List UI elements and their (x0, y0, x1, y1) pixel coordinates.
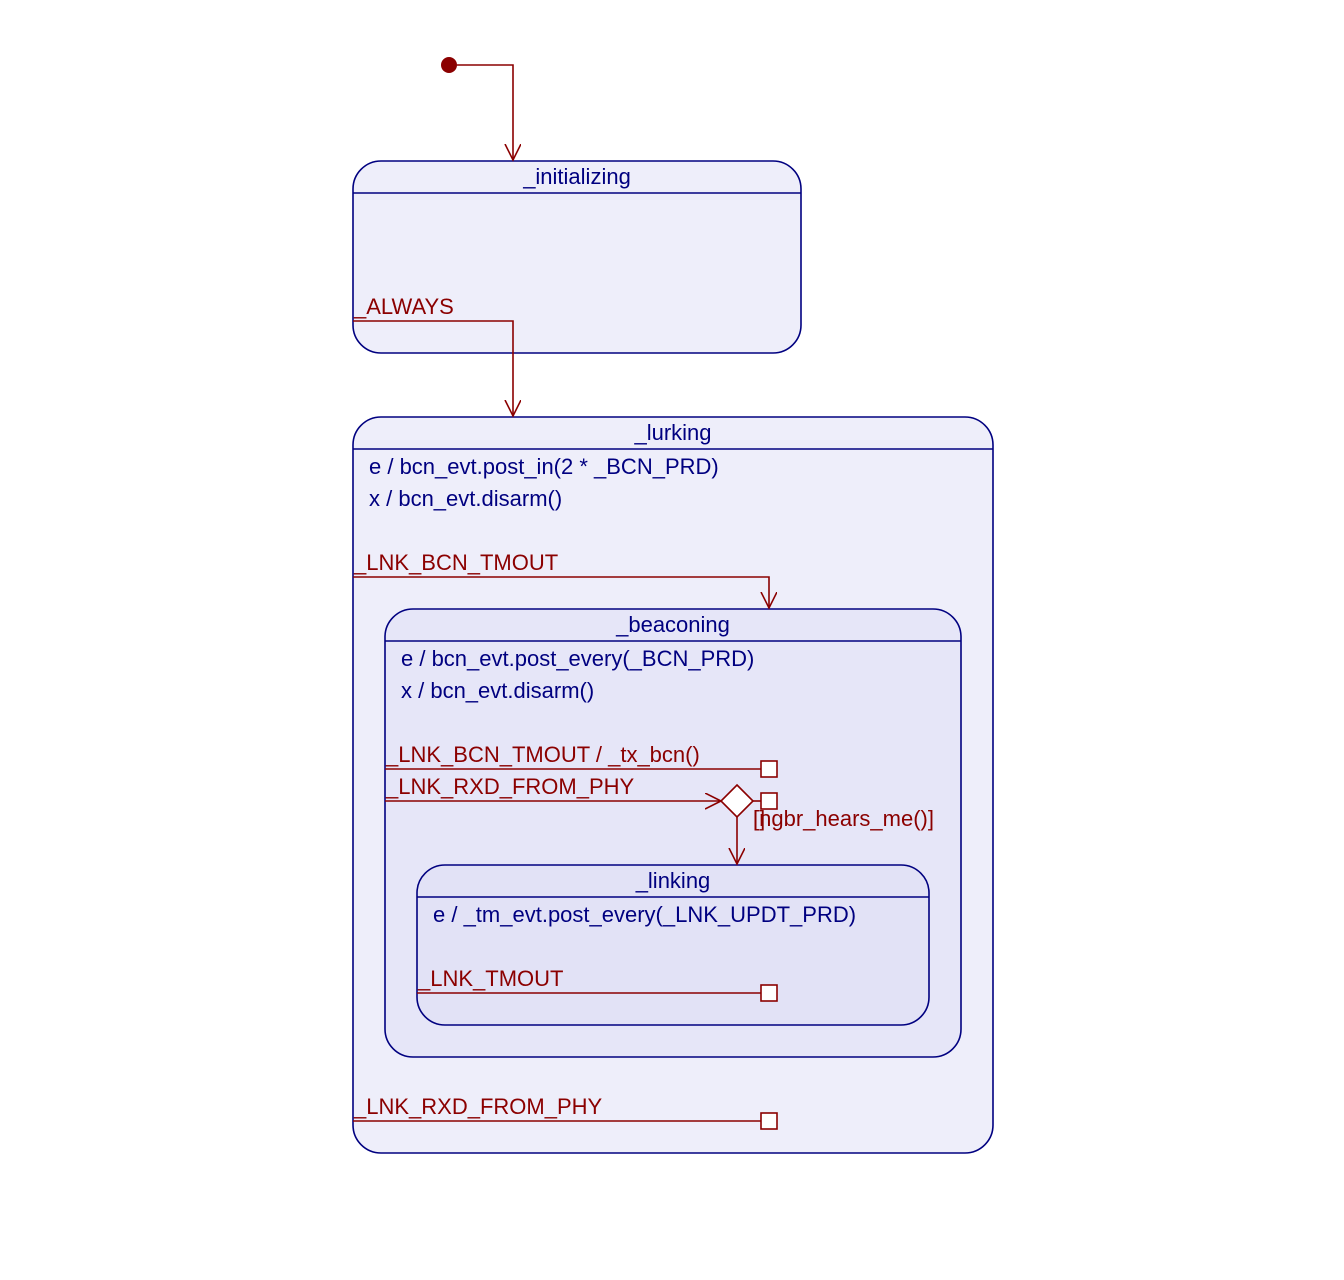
internal-transition-end-square (760, 984, 778, 1002)
state-initializing[interactable]: _initializing (352, 160, 802, 354)
state-lurking-exit-action: x / bcn_evt.disarm() (369, 486, 562, 511)
guard-hears-label: [ngbr_hears_me()] (753, 806, 934, 831)
transition-lurking-bcn-tmout-label: _LNK_BCN_TMOUT (353, 550, 558, 575)
internal-transition-end-square (760, 792, 778, 810)
transition-lurking-rxd[interactable]: _LNK_RXD_FROM_PHY (353, 1094, 778, 1130)
transition-linking-tmout[interactable]: _LNK_TMOUT (417, 966, 778, 1002)
state-lurking-entry-action: e / bcn_evt.post_in(2 * _BCN_PRD) (369, 454, 719, 479)
transition-always-label: _ALWAYS (353, 294, 454, 319)
transition-always[interactable]: _ALWAYS (353, 294, 513, 416)
transition-lurking-rxd-label: _LNK_RXD_FROM_PHY (353, 1094, 603, 1119)
state-linking-entry-action: e / _tm_evt.post_every(_LNK_UPDT_PRD) (433, 902, 856, 927)
state-lurking-title: _lurking (633, 420, 711, 445)
transition-choice-else[interactable] (753, 792, 778, 810)
transition-beaconing-rxd[interactable]: _LNK_RXD_FROM_PHY (385, 774, 721, 801)
transition-beaconing-bcn-tmout[interactable]: _LNK_BCN_TMOUT / _tx_bcn() (385, 742, 778, 778)
initial-pseudostate (441, 57, 457, 73)
state-linking[interactable]: _linking e / _tm_evt.post_every(_LNK_UPD… (416, 864, 930, 1026)
state-beaconing-entry-action: e / bcn_evt.post_every(_BCN_PRD) (401, 646, 754, 671)
state-initializing-title: _initializing (522, 164, 631, 189)
state-beaconing-title: _beaconing (615, 612, 730, 637)
transition-linking-tmout-label: _LNK_TMOUT (417, 966, 563, 991)
internal-transition-end-square (760, 1112, 778, 1130)
transition-lurking-bcn-tmout[interactable]: _LNK_BCN_TMOUT (353, 550, 769, 608)
transition-beaconing-rxd-label: _LNK_RXD_FROM_PHY (385, 774, 635, 799)
internal-transition-end-square (760, 760, 778, 778)
initial-transition[interactable] (457, 64, 513, 160)
transition-beaconing-bcn-tmout-label: _LNK_BCN_TMOUT / _tx_bcn() (385, 742, 700, 767)
guard-else-label: [] (753, 806, 765, 831)
state-beaconing-exit-action: x / bcn_evt.disarm() (401, 678, 594, 703)
state-linking-title: _linking (635, 868, 711, 893)
